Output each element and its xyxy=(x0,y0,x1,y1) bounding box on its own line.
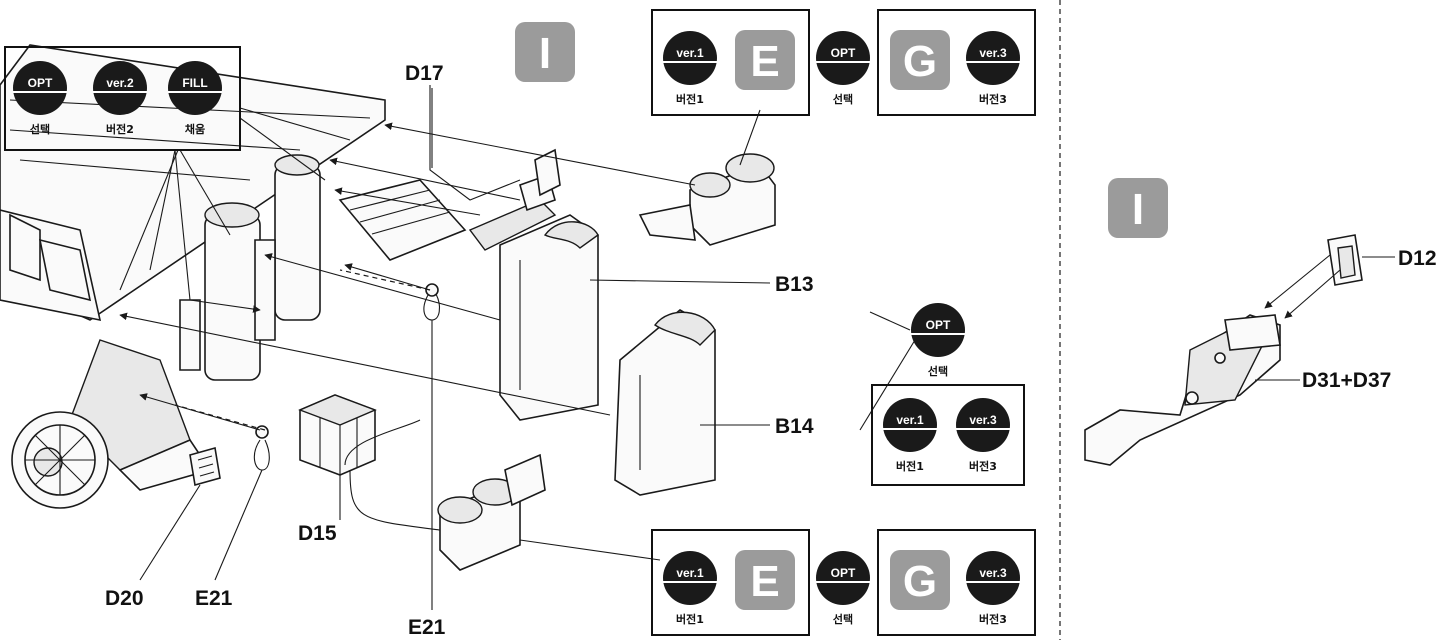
letter-box-i-top: I xyxy=(515,22,575,82)
badge-ver1-top: ver.1 버전1 xyxy=(663,31,717,106)
badge-fill-top-left-label: FILL xyxy=(182,76,207,90)
badge-ver1-top-label: ver.1 xyxy=(676,46,704,60)
svg-text:E: E xyxy=(750,37,779,86)
badge-ver1-top-caption: 버전1 xyxy=(676,92,704,106)
svg-text:E: E xyxy=(750,557,779,606)
badge-opt-right-label: OPT xyxy=(926,318,951,332)
badge-ver1-right-caption: 버전1 xyxy=(896,459,924,473)
badge-opt-top-left: OPT 선택 xyxy=(13,61,67,136)
badge-ver3-top-label: ver.3 xyxy=(979,46,1007,60)
svg-text:G: G xyxy=(903,37,937,86)
letter-box-i-right: I xyxy=(1108,178,1168,238)
badge-opt-bottom: OPT 선택 xyxy=(816,551,870,626)
label-e21-left: E21 xyxy=(195,587,233,610)
leader-lines xyxy=(119,88,916,610)
chassis-frame xyxy=(0,44,386,491)
label-d31-d37: D31+D37 xyxy=(1302,369,1391,392)
label-b13: B13 xyxy=(775,273,814,296)
badge-box-top-g-ver3 xyxy=(877,9,1036,116)
right-arrows xyxy=(1255,254,1395,381)
badge-ver2-top-left-label: ver.2 xyxy=(106,76,134,90)
badge-ver1-bottom-label: ver.1 xyxy=(676,566,704,580)
badge-ver2-top-left-caption: 버전2 xyxy=(106,122,134,136)
part-d17 xyxy=(429,85,561,212)
letter-box-g-top: G xyxy=(890,30,950,90)
badge-opt-right: OPT 선택 xyxy=(911,303,965,378)
badge-opt-right-caption: 선택 xyxy=(928,364,948,378)
part-d15 xyxy=(298,394,377,476)
badge-ver1-right: ver.1 버전1 xyxy=(883,398,937,473)
badges-layer: OPT선택ver.2버전2FILL채움ver.1버전1OPT선택ver.3버전3… xyxy=(13,31,1020,626)
badge-ver1-bottom-caption: 버전1 xyxy=(676,612,704,626)
badge-ver1-bottom: ver.1 버전1 xyxy=(663,551,717,626)
label-b14: B14 xyxy=(775,415,814,438)
svg-text:I: I xyxy=(1132,185,1144,234)
badge-opt-top-label: OPT xyxy=(831,46,856,60)
label-d20: D20 xyxy=(105,587,144,610)
part-b13 xyxy=(499,214,599,421)
svg-text:I: I xyxy=(539,29,551,78)
letter-box-g-bottom: G xyxy=(890,550,950,610)
badge-opt-top-left-caption: 선택 xyxy=(30,122,50,136)
label-d17: D17 xyxy=(405,62,444,85)
badge-ver3-top-caption: 버전3 xyxy=(979,92,1007,106)
badge-opt-top-caption: 선택 xyxy=(833,92,853,106)
part-e21-hooks xyxy=(253,283,441,471)
letter-box-e-top: E xyxy=(735,30,795,90)
part-d31-d37 xyxy=(1084,314,1281,466)
badge-ver3-right: ver.3 버전3 xyxy=(956,398,1010,473)
badge-ver3-bottom: ver.3 버전3 xyxy=(966,551,1020,626)
badge-box-bottom-g-ver3 xyxy=(877,529,1036,636)
cab-vents xyxy=(338,179,557,261)
badge-ver1-right-label: ver.1 xyxy=(896,413,924,427)
badge-box-top-left xyxy=(4,46,241,151)
badge-ver3-top: ver.3 버전3 xyxy=(966,31,1020,106)
svg-text:G: G xyxy=(903,557,937,606)
badge-opt-top-left-label: OPT xyxy=(28,76,53,90)
headlight-assembly-top xyxy=(638,153,776,246)
part-d12 xyxy=(1327,234,1363,286)
label-e21-center: E21 xyxy=(408,616,446,639)
badge-box-bottom-ver1-e xyxy=(651,529,810,636)
badge-ver3-bottom-caption: 버전3 xyxy=(979,612,1007,626)
label-d15: D15 xyxy=(298,522,337,545)
air-cylinders xyxy=(179,154,321,381)
headlight-assembly-bottom xyxy=(437,453,546,571)
letter-box-e-bottom: E xyxy=(735,550,795,610)
wheel xyxy=(11,411,109,509)
part-b14 xyxy=(614,309,716,496)
badge-fill-top-left-caption: 채움 xyxy=(185,122,205,136)
badge-ver3-bottom-label: ver.3 xyxy=(979,566,1007,580)
badge-ver3-right-label: ver.3 xyxy=(969,413,997,427)
badge-opt-bottom-caption: 선택 xyxy=(833,612,853,626)
badge-ver3-right-caption: 버전3 xyxy=(969,459,997,473)
badge-ver2-top-left: ver.2 버전2 xyxy=(93,61,147,136)
badge-fill-top-left: FILL 채움 xyxy=(168,61,222,136)
badge-opt-top: OPT 선택 xyxy=(816,31,870,106)
assembly-arrows xyxy=(119,122,696,431)
badge-box-right-ver1-ver3 xyxy=(871,384,1025,486)
badge-opt-bottom-label: OPT xyxy=(831,566,856,580)
badge-box-top-ver1-e xyxy=(651,9,810,116)
part-d20 xyxy=(189,446,221,487)
label-d12: D12 xyxy=(1398,247,1437,270)
